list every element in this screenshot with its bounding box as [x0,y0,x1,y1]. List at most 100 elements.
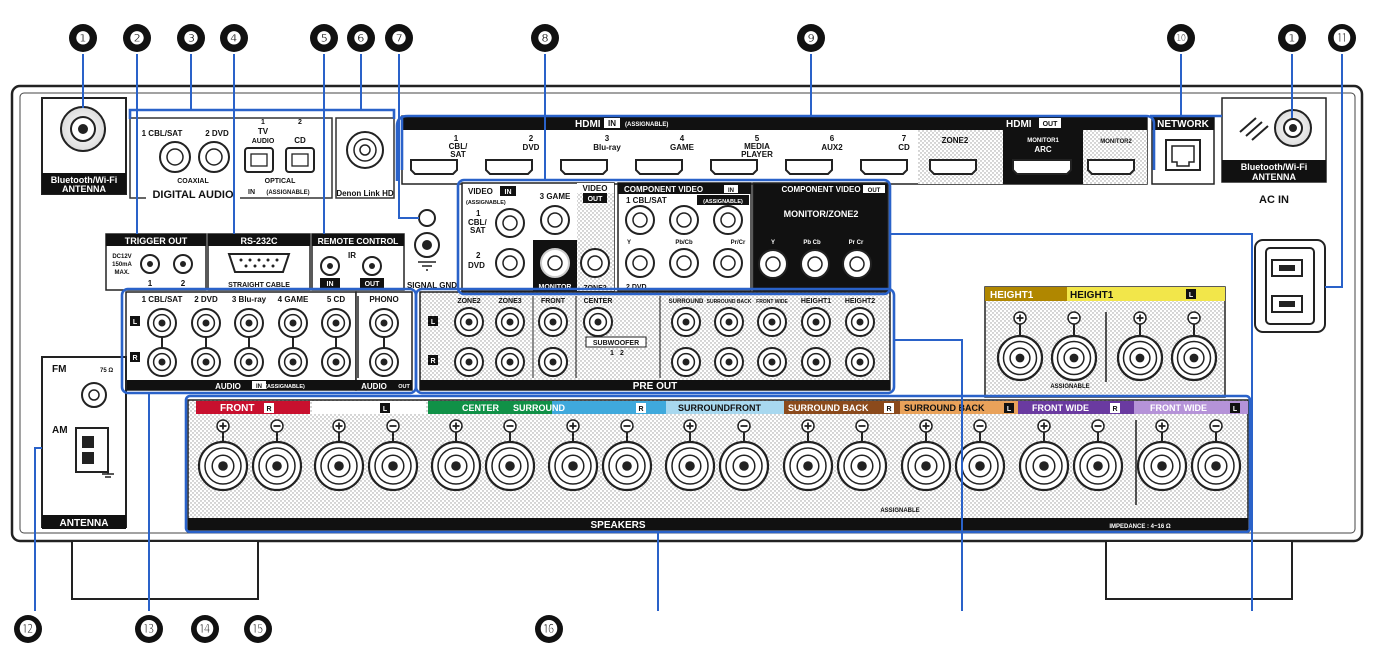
speakers-section: SPEAKERS IMPEDANCE : 4~16 Ω FRONT R L CE… [187,399,1249,531]
pre-out-jack [801,347,831,377]
audio-jack-r [191,347,221,377]
antenna-label: ANTENNA [60,518,109,529]
audio-jack-r [321,347,351,377]
hdmi6-name: AUX2 [821,143,843,152]
height-l-label: L [1189,292,1194,299]
bt-right-label: Bluetooth/Wi-Fi [1241,162,1307,172]
audio-jack-l [191,308,221,338]
speaker-terminal [313,440,365,492]
trigger2-label: 2 [181,279,186,288]
video2-num: 2 [476,251,481,260]
svg-text:❼: ❼ [391,29,406,48]
comp-out-y-label: Y [771,240,775,246]
sp-surround-r: R [638,406,643,413]
dc12v-label: DC12V [112,254,131,260]
pre-height1-label: HEIGHT1 [801,298,831,305]
audio-jack-l [321,308,351,338]
video-out-tag: OUT [588,196,604,203]
pre-out-jack [454,307,484,337]
audio-out-title: AUDIO [361,382,387,391]
sp-surroundfront-label: SURROUNDFRONT [678,403,761,413]
speakers-label: SPEAKERS [590,520,645,531]
hdmi-in-title: HDMI [575,119,601,130]
rc-in-label: IN [327,281,334,288]
hdmi-out-tag: OUT [1043,121,1059,128]
fm-label: FM [52,364,66,375]
bt-left-label2: ANTENNA [62,184,106,194]
pre-out-section: PRE OUT L R ZONE2 ZONE3 FRONT CENTER SUR… [419,291,891,392]
callout-13: ⓭ [135,615,163,643]
sub1-label: 1 [610,350,614,357]
speaker-terminal [954,440,1006,492]
bt-left-label: Bluetooth/Wi-Fi [51,175,117,185]
pre-out-jack [495,307,525,337]
pre-out-jack [845,307,875,337]
speaker-terminal [367,440,419,492]
hdmi3-name: Blu-ray [593,143,621,152]
callout-10: ❿ [1167,24,1195,52]
hdmi-assignable-label: (ASSIGNABLE) [625,122,668,128]
opt2-label: 2 [298,119,302,126]
subwoofer-label: SUBWOOFER [593,340,639,347]
optical-in-label: IN [248,189,255,196]
video-in-tag: IN [505,189,512,196]
network-label: NETWORK [1157,119,1209,130]
comp-y-label: Y [627,240,631,246]
ir-label: IR [348,251,356,260]
svg-text:❶: ❶ [75,29,90,48]
speaker-terminal [197,440,249,492]
pre-out-jack [801,307,831,337]
video2-name: DVD [468,261,485,270]
height-speaker-terminal [996,334,1044,382]
bluetooth-antenna-left: Bluetooth/Wi-Fi ANTENNA [41,97,127,195]
rs232c-section: RS-232C STRAIGHT CABLE [207,233,311,291]
rs232c-label: RS-232C [240,236,278,246]
sp-surback2-label: SURROUND BACK [904,403,985,413]
denon-link-section: Denon Link HD [335,117,395,199]
audio3-label: 3 Blu-ray [232,295,267,304]
callout-1b: ❶ [1278,24,1306,52]
opt2b-label: CD [294,136,306,145]
speaker-terminal [782,440,834,492]
hdmi1-num: 1 [454,134,459,143]
callout-16: ⓰ [535,615,563,643]
video-in-title: VIDEO [468,187,493,196]
pre-out-jack [538,347,568,377]
video1-num: 1 [476,209,481,218]
audio-jack-r [147,347,177,377]
hdmi1-name: CBL/ [449,142,468,151]
callout-1a: ❶ [69,24,97,52]
audio-r-label: R [132,355,137,362]
network-section: NETWORK [1151,115,1215,185]
callout-4: ❹ [220,24,248,52]
comp-pb-label: Pb/Cb [675,240,693,246]
callout-14: ⓮ [191,615,219,643]
comp-out-tag: OUT [868,188,881,194]
pre-r-label: R [430,358,435,365]
video-monitor-label: MONITOR [539,284,572,291]
svg-text:❺: ❺ [316,29,331,48]
hdmi7-num: 7 [902,134,907,143]
straight-cable-label: STRAIGHT CABLE [228,282,290,289]
svg-text:❶: ❶ [1284,29,1299,48]
pre-out-jack [583,307,613,337]
comp-out-pr-label: Pr Cr [849,240,864,246]
pre-center-label: CENTER [584,298,613,305]
hdmi-section: HDMI IN (ASSIGNABLE) HDMI OUT 1 CBL/ SAT… [401,115,1148,185]
hdmi4-name: GAME [670,143,695,152]
audio2-label: 2 DVD [194,295,218,304]
bt-right-label2: ANTENNA [1252,172,1296,182]
hdmi-monitor2-label: MONITOR2 [1100,139,1132,145]
composite-video-section: VIDEO IN (ASSIGNABLE) 1 CBL/ SAT 2 DVD 3… [461,182,615,292]
coaxial-label: COAXIAL [177,178,209,185]
150ma-label: 150mA [112,262,132,268]
hdmi3-num: 3 [605,134,610,143]
coax1-label: 1 CBL/SAT [142,129,183,138]
callout-15: ⓯ [244,615,272,643]
remote-control-section: REMOTE CONTROL IR IN OUT [311,233,405,291]
trigger1-label: 1 [148,279,153,288]
remote-control-label: REMOTE CONTROL [318,236,399,246]
comp1-label: 1 CBL/SAT [626,196,667,205]
height-speaker-terminal [1050,334,1098,382]
